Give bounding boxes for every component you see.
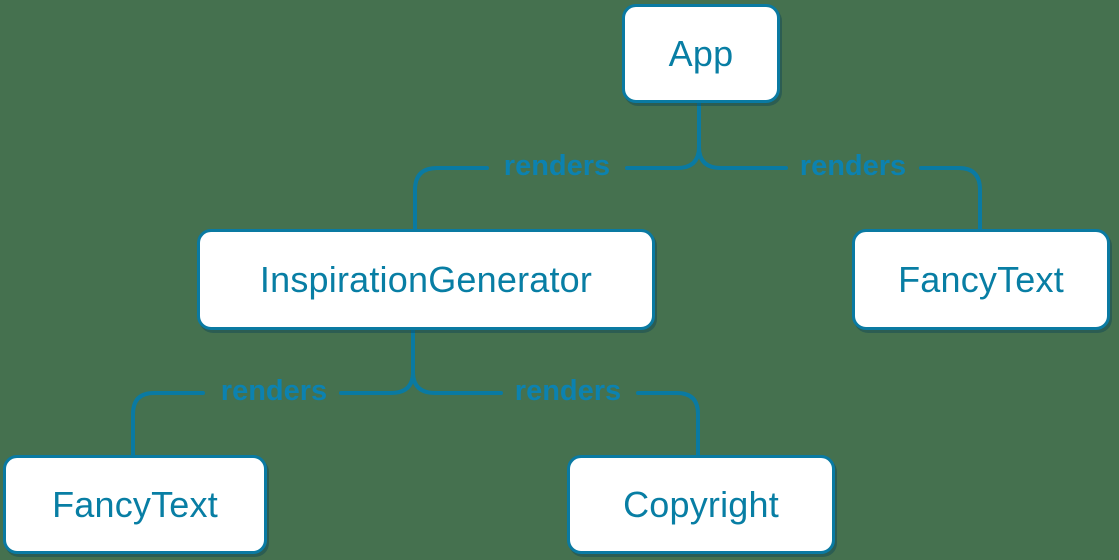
- node-copyright: Copyright: [567, 455, 835, 554]
- node-fancy-text-bottom: FancyText: [3, 455, 267, 554]
- node-app-label: App: [668, 32, 734, 74]
- connector-app-to-inspiration-generator: [625, 145, 701, 170]
- node-copyright-label: Copyright: [623, 483, 779, 525]
- edge-label-inspiration-fancy-text: renders: [220, 375, 328, 407]
- connector-inspiration-to-fancy-text: [339, 370, 415, 395]
- edge-label-app-inspiration-generator: renders: [503, 150, 611, 182]
- node-inspiration-generator-label: InspirationGenerator: [259, 258, 593, 300]
- node-app: App: [622, 4, 780, 103]
- connector-inspiration-to-copyright-end: [636, 391, 700, 458]
- edge-label-app-fancy-text: renders: [799, 150, 907, 182]
- node-fancy-text-top: FancyText: [852, 229, 1110, 330]
- node-inspiration-generator: InspirationGenerator: [197, 229, 655, 330]
- connector-app-to-fancy-text: [697, 145, 788, 170]
- node-fancy-text-top-label: FancyText: [898, 258, 1064, 300]
- edge-label-inspiration-copyright: renders: [514, 375, 622, 407]
- connector-inspiration-to-copyright: [411, 370, 503, 395]
- connector-app-to-fancy-text-end: [919, 166, 982, 233]
- node-fancy-text-bottom-label: FancyText: [52, 483, 218, 525]
- connector-app-to-inspiration-generator-end: [413, 166, 489, 233]
- connector-inspiration-to-fancy-text-end: [131, 391, 205, 458]
